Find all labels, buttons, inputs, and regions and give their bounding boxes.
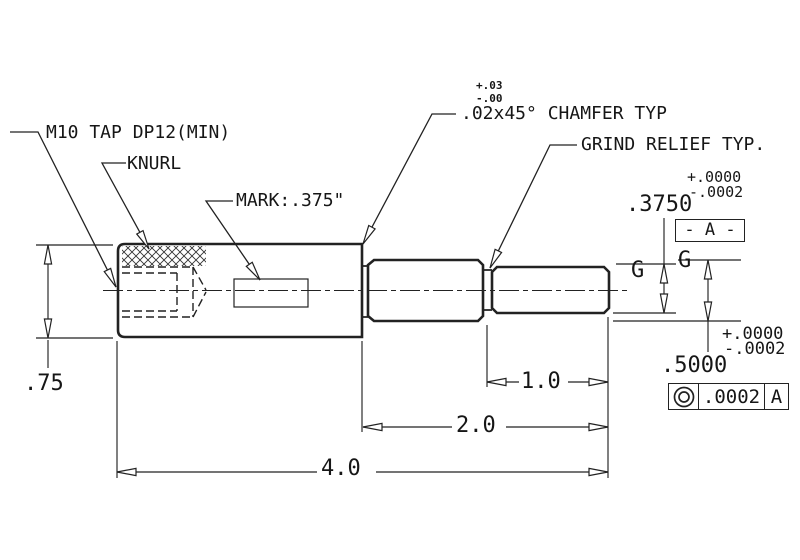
- grind-mark-left: G: [631, 258, 645, 283]
- small-dia-tol-minus: -.0002: [689, 183, 744, 201]
- mid-dia-tol-plus: +.0000: [722, 324, 784, 344]
- tap-callout: M10 TAP DP12(MIN): [46, 122, 231, 143]
- mark-callout: MARK:.375": [236, 190, 345, 211]
- dimension-lines: [43, 218, 713, 477]
- leader-lines: [10, 113, 577, 288]
- grind-mark-right: G: [678, 248, 692, 273]
- overall-length-value: 4.0: [321, 456, 361, 481]
- mark-area-box: [233, 278, 309, 308]
- mid-dia-tol-minus: -.0002: [724, 339, 786, 359]
- large-dia-value: .75: [24, 371, 64, 396]
- grind-relief-grooves: [362, 265, 492, 318]
- fcf-datum: A: [764, 384, 788, 409]
- small-dia-tol-plus: +.0000: [687, 168, 742, 186]
- knurl-callout: KNURL: [127, 153, 182, 174]
- mid-length-value: 2.0: [456, 413, 496, 438]
- tapped-hole-hidden-lines: [122, 266, 207, 318]
- mid-dia-value: .5000: [661, 353, 728, 378]
- grind-relief-callout: GRIND RELIEF TYP.: [581, 134, 766, 155]
- datum-a-flag: - A -: [675, 219, 745, 242]
- small-length-value: 1.0: [521, 369, 561, 394]
- concentricity-icon: [673, 386, 694, 407]
- shaft-outline: [116, 242, 611, 339]
- knurl-hatch: [122, 246, 206, 266]
- chamfer-tol-plus: +.03: [476, 79, 503, 92]
- chamfer-tol-minus: -.00: [476, 92, 503, 105]
- fcf-tolerance: .0002: [698, 384, 764, 409]
- chamfer-callout: .02x45° CHAMFER TYP: [461, 103, 667, 124]
- small-dia-value: .3750: [626, 192, 693, 217]
- feature-control-frame: .0002 A: [668, 383, 789, 410]
